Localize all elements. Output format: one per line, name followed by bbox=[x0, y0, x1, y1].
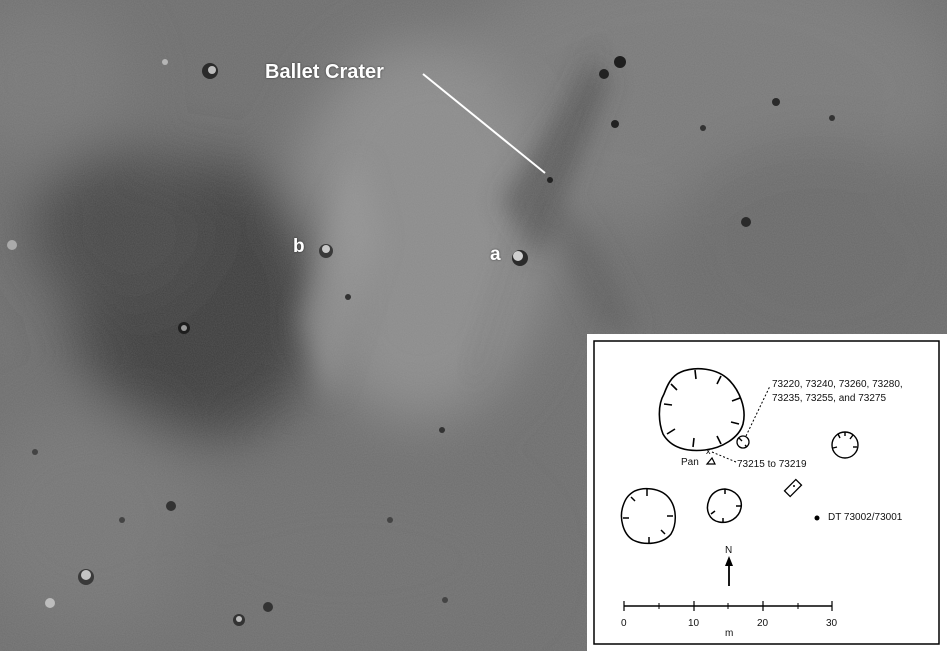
scale-tick-20: 20 bbox=[757, 618, 769, 629]
drive-tube-label: DT 73002/73001 bbox=[828, 512, 903, 523]
label-a: a bbox=[490, 244, 501, 265]
bottom-left-crater bbox=[620, 487, 676, 545]
scale-tick-30: 30 bbox=[826, 618, 838, 629]
large-crater bbox=[658, 367, 745, 452]
scale-tick-10: 10 bbox=[688, 618, 700, 629]
label-b: b bbox=[293, 236, 305, 257]
scale-tick-0: 0 bbox=[621, 618, 627, 629]
right-crater bbox=[831, 431, 859, 459]
middle-crater bbox=[706, 488, 743, 524]
sample-crater bbox=[736, 435, 750, 449]
sample-list-line1: 73220, 73240, 73260, 73280, bbox=[772, 379, 903, 390]
ballet-crater-label: Ballet Crater bbox=[265, 61, 384, 83]
pan-label: Pan bbox=[681, 457, 699, 468]
boulder bbox=[783, 478, 803, 498]
pan-triangle-icon bbox=[705, 456, 716, 465]
scale-unit: m bbox=[725, 628, 734, 639]
sample-list-line2: 73235, 73255, and 73275 bbox=[772, 393, 886, 404]
north-label: N bbox=[725, 545, 733, 556]
station-map-drawing: x bbox=[593, 340, 940, 645]
svg-text:x: x bbox=[706, 446, 711, 456]
drive-tube-dot bbox=[814, 515, 820, 521]
sample-range-label: 73215 to 73219 bbox=[737, 459, 807, 470]
station-map-inset: x bbox=[587, 334, 947, 651]
